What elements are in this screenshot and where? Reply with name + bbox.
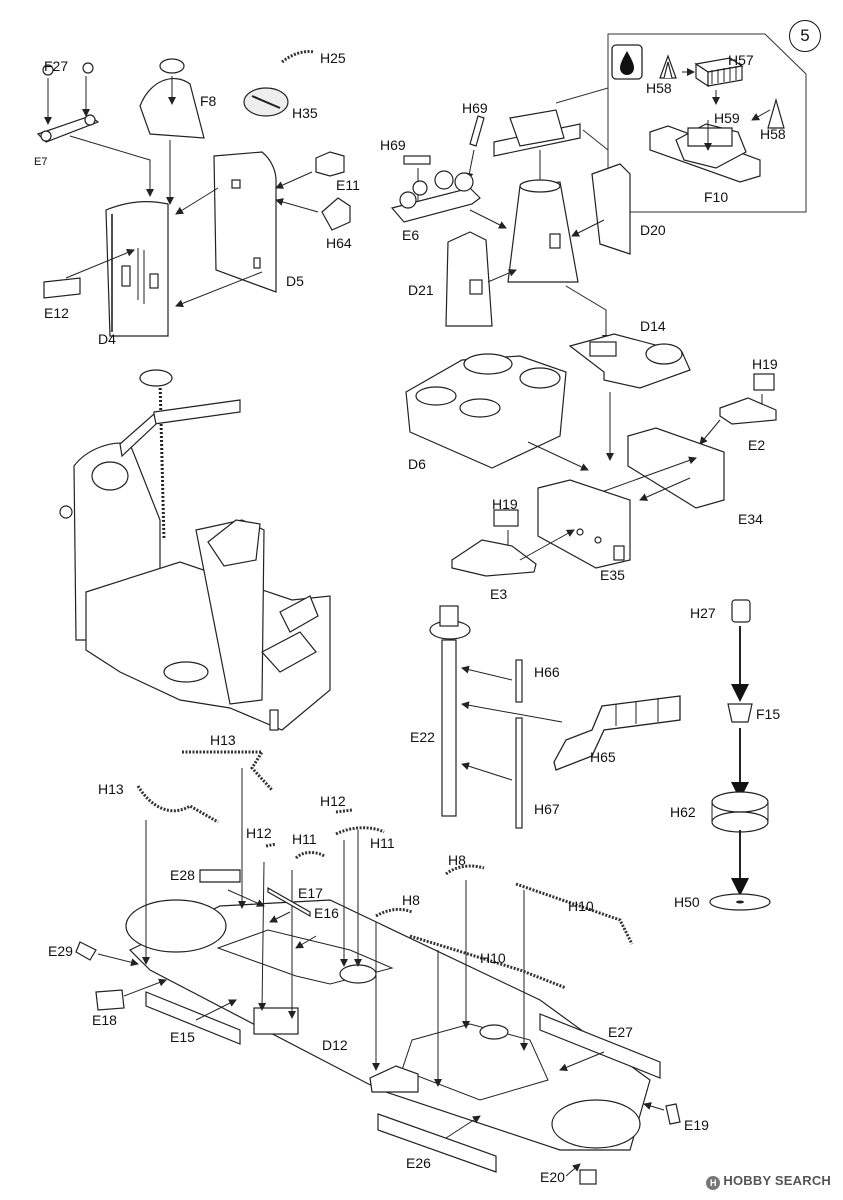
- part-label-E20: E20: [540, 1169, 565, 1185]
- part-label-H8-upper: H8: [448, 852, 466, 868]
- part-label-H13-top: H13: [210, 732, 236, 748]
- part-label-D20: D20: [640, 222, 666, 238]
- part-label-H67: H67: [534, 801, 560, 817]
- part-label-H19-right: H19: [752, 356, 778, 372]
- part-label-H11-right: H11: [370, 835, 395, 851]
- part-label-E22: E22: [410, 729, 435, 745]
- part-label-E6: E6: [402, 227, 420, 243]
- detail-inset-box: [555, 33, 807, 213]
- mast-group: [429, 605, 681, 829]
- part-label-F15: F15: [756, 706, 781, 722]
- glue-drop-icon: [620, 51, 634, 75]
- part-label-H69-lower: H69: [380, 137, 406, 153]
- part-label-H57: H57: [728, 52, 754, 68]
- part-label-H64: H64: [326, 235, 352, 251]
- tower-group: [390, 109, 777, 577]
- part-label-F8: F8: [200, 93, 217, 109]
- bridge-wall-group: [36, 50, 351, 337]
- part-label-H69-upper: H69: [462, 100, 488, 116]
- part-label-H50: H50: [674, 894, 700, 910]
- deck-group: [75, 750, 681, 1185]
- part-label-E15: E15: [170, 1029, 195, 1045]
- part-label-H25: H25: [320, 50, 346, 66]
- part-label-E27: E27: [608, 1024, 633, 1040]
- part-label-E2: E2: [748, 437, 766, 453]
- part-label-D5: D5: [286, 273, 304, 289]
- part-label-E7: E7: [34, 156, 48, 168]
- part-label-H19-left: H19: [492, 496, 518, 512]
- part-label-D12: D12: [322, 1037, 348, 1053]
- part-label-E3: E3: [490, 586, 508, 602]
- part-label-H27: H27: [690, 605, 716, 621]
- part-label-H66: H66: [534, 664, 560, 680]
- part-label-H10-upper: H10: [568, 898, 594, 914]
- part-label-E19: E19: [684, 1117, 709, 1133]
- part-label-H12-upper: H12: [320, 793, 346, 809]
- part-label-E18: E18: [92, 1012, 117, 1028]
- part-label-H62: H62: [670, 804, 696, 820]
- part-label-D6: D6: [408, 456, 426, 472]
- part-label-E35: E35: [600, 567, 625, 583]
- part-label-D4: D4: [98, 331, 116, 347]
- part-label-E29: E29: [48, 943, 73, 959]
- completed-assembly: [59, 369, 331, 731]
- watermark-text: HOBBY SEARCH: [723, 1173, 831, 1188]
- part-label-E28: E28: [170, 867, 195, 883]
- part-label-E16: E16: [314, 905, 339, 921]
- part-label-H35: H35: [292, 105, 318, 121]
- part-label-E12: E12: [44, 305, 69, 321]
- part-label-H58-left: H58: [646, 80, 672, 96]
- part-label-H12-lower: H12: [246, 825, 272, 841]
- part-label-H59: H59: [714, 110, 740, 126]
- part-label-E26: E26: [406, 1155, 431, 1171]
- part-label-F10: F10: [704, 189, 729, 205]
- step-number: 5: [789, 20, 821, 52]
- part-label-H10-lower: H10: [480, 950, 506, 966]
- searchlight-group: [709, 599, 771, 911]
- part-label-H65: H65: [590, 749, 616, 765]
- part-label-D21: D21: [408, 282, 434, 298]
- hobby-search-logo-icon: H: [706, 1176, 721, 1190]
- part-label-H13-left: H13: [98, 781, 124, 797]
- part-label-F27: F27: [44, 58, 69, 74]
- part-label-H8-lower: H8: [402, 892, 420, 908]
- part-label-E11: E11: [336, 177, 360, 193]
- part-label-H11-left: H11: [292, 831, 317, 847]
- part-label-E17: E17: [298, 885, 323, 901]
- part-label-D14: D14: [640, 318, 666, 334]
- part-label-H58-right: H58: [760, 126, 786, 142]
- part-label-E34: E34: [738, 511, 763, 527]
